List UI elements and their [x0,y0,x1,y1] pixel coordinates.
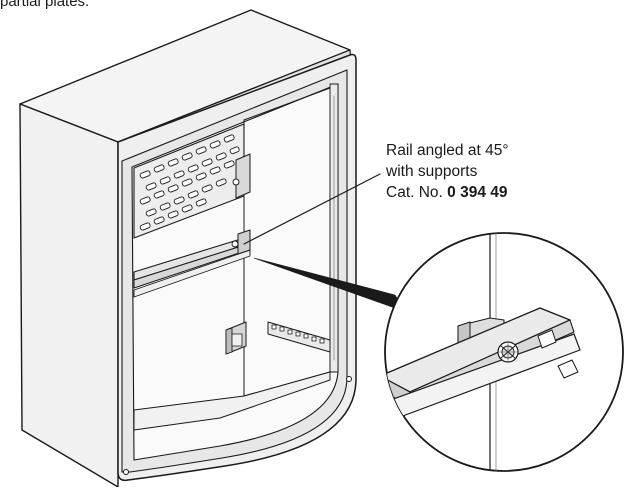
detail-zoom-circle [384,232,624,472]
callout-cat-prefix: Cat. No. [386,184,448,201]
perforated-plate [133,123,251,239]
callout-line-3: Cat. No. 0 394 49 [386,182,509,203]
lower-clip [225,321,247,355]
din-rail-bottom [267,321,331,353]
catalog-number: 0 394 49 [447,184,508,201]
callout-line-1: Rail angled at 45° [386,142,509,159]
cabinet [19,9,357,488]
rail-callout-label: Rail angled at 45° with supports Cat. No… [386,140,509,203]
callout-line-2: with supports [386,163,478,180]
intro-text-fragment: partial plates. [0,0,90,10]
angled-rail [133,229,251,298]
cabinet-left-side [19,103,119,488]
